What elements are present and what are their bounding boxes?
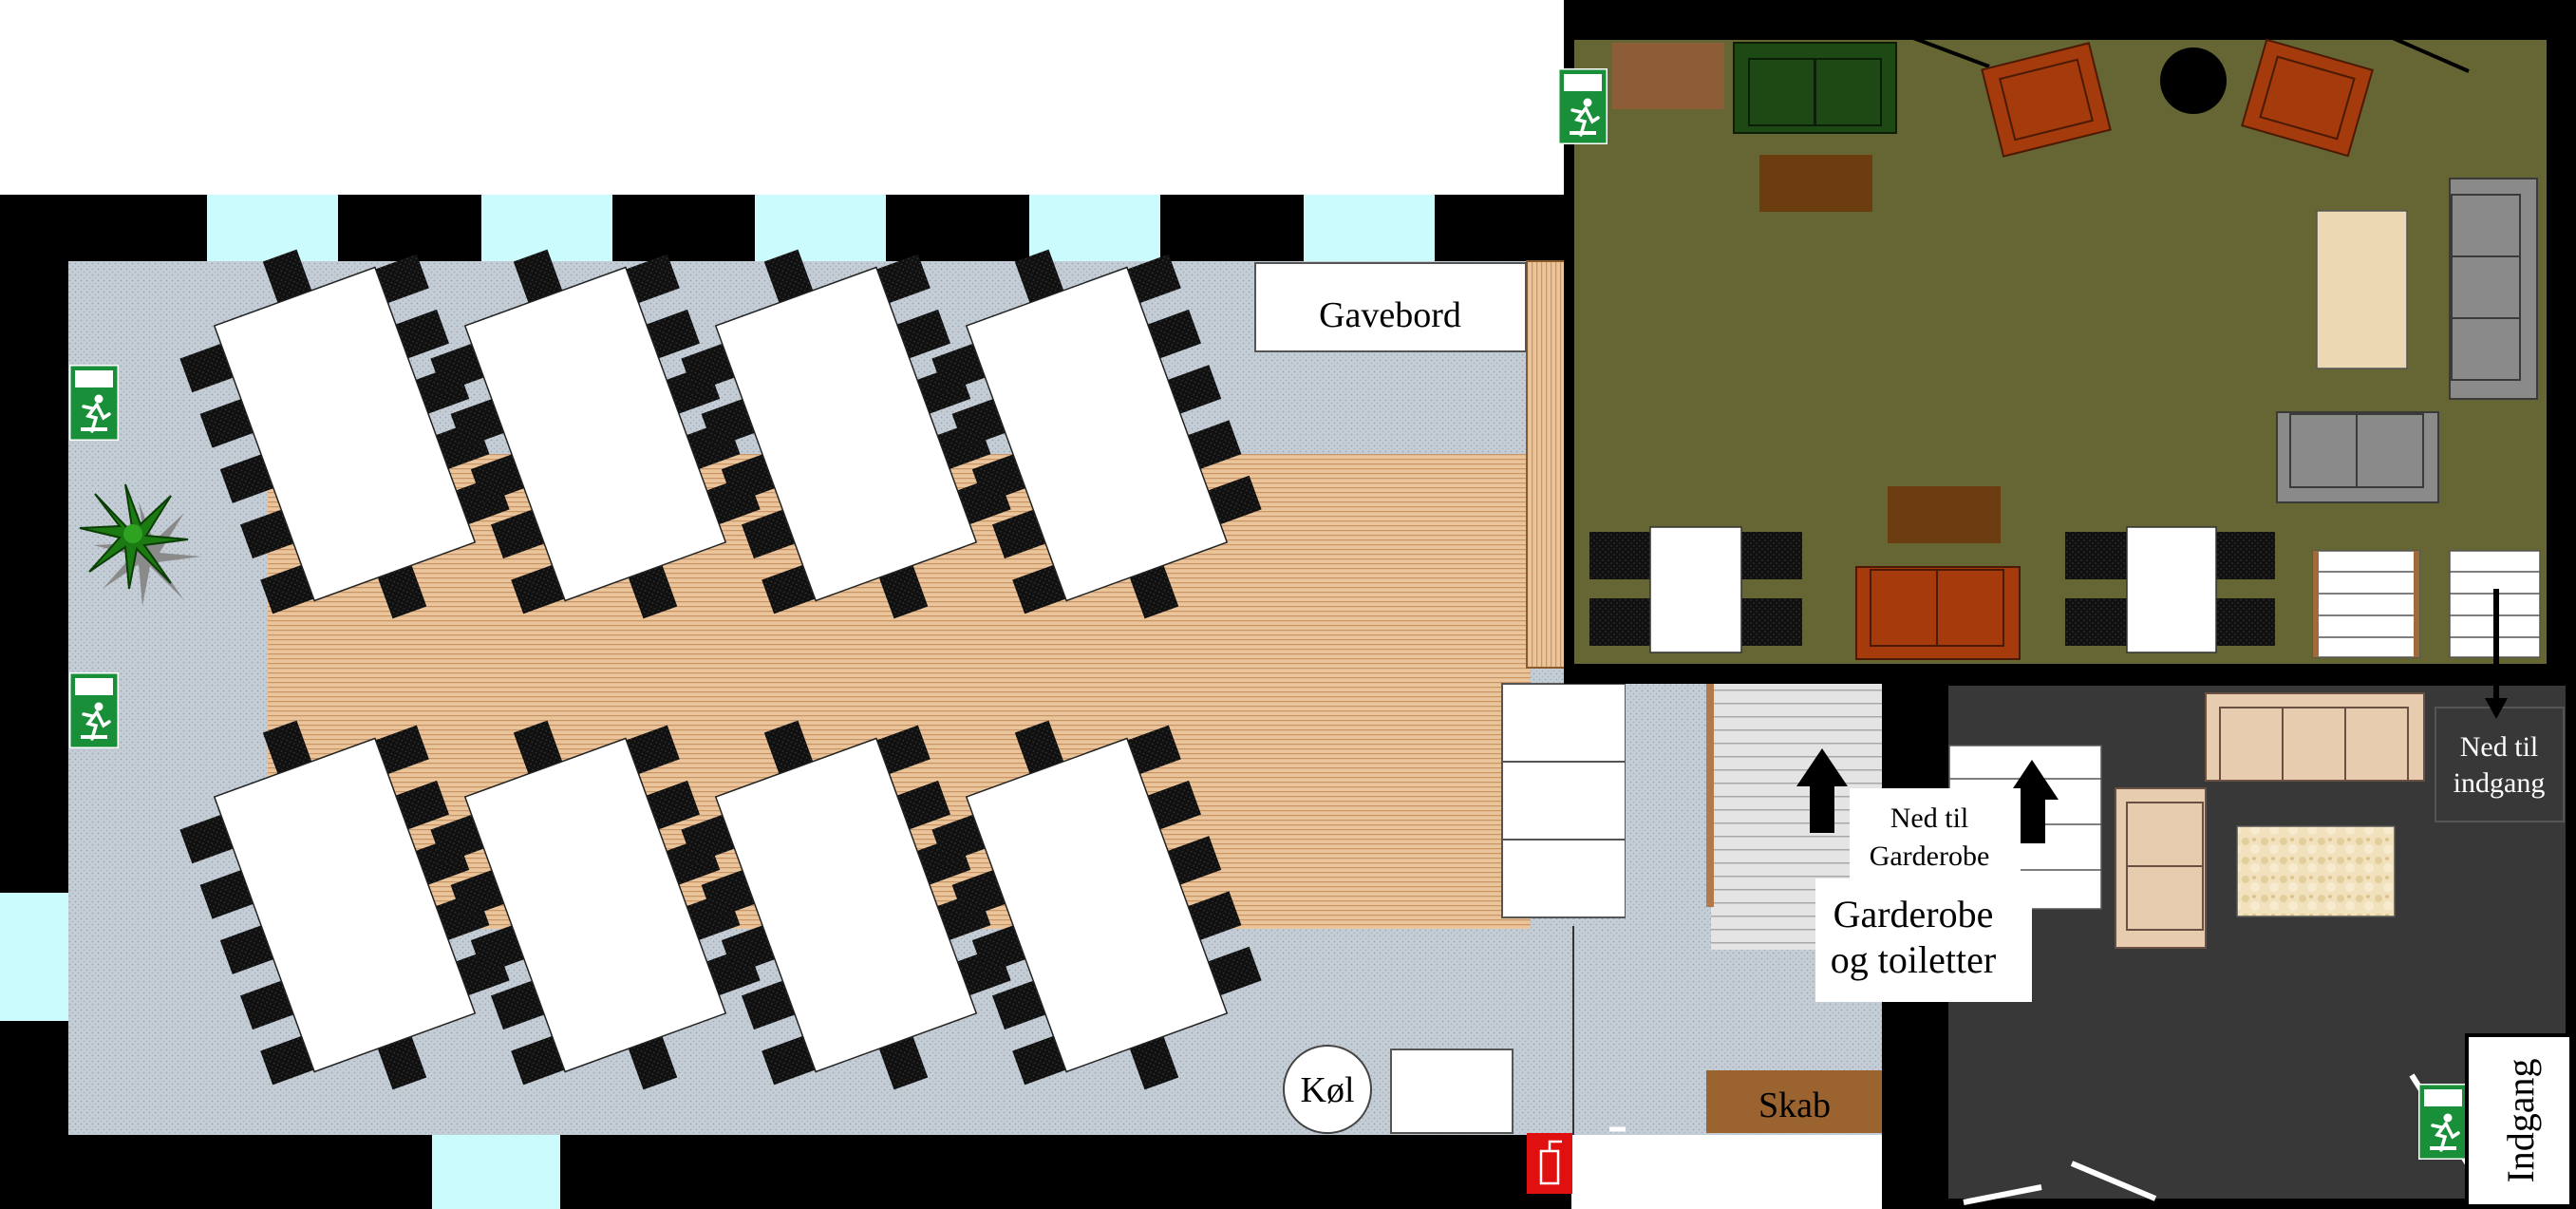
emergency-exit-sign-icon bbox=[69, 365, 119, 441]
sofa bbox=[2205, 692, 2425, 782]
window bbox=[1029, 195, 1160, 261]
down-to-cloakroom-label-2: Garderobe bbox=[1870, 841, 1990, 872]
potted-plant-icon bbox=[79, 483, 201, 606]
window bbox=[207, 195, 338, 261]
door-swing bbox=[2070, 1161, 2157, 1201]
round-table bbox=[2160, 47, 2227, 114]
gift-table bbox=[1254, 262, 1527, 352]
arrow-down-icon bbox=[1679, 1152, 1702, 1195]
coffee-table bbox=[2236, 825, 2396, 917]
cooler: Køl bbox=[1283, 1045, 1372, 1134]
sofa bbox=[2276, 411, 2439, 503]
stairs bbox=[2312, 550, 2420, 658]
cooler-label: Køl bbox=[1301, 1070, 1355, 1110]
lounge bbox=[1558, 0, 2576, 684]
door-swing bbox=[2392, 36, 2470, 73]
entrance-box bbox=[2465, 1033, 2573, 1208]
cafe-table bbox=[1589, 526, 1802, 653]
emergency-exit-sign-icon bbox=[1558, 68, 1608, 144]
down-to-entrance-box bbox=[2435, 707, 2565, 822]
window bbox=[0, 893, 68, 1021]
cloakroom-label-box bbox=[1850, 788, 2021, 883]
armchair bbox=[1981, 42, 2112, 158]
down-to-entrance-label-2: indgang bbox=[2454, 767, 2546, 799]
arrow-up-icon bbox=[1796, 748, 1848, 833]
sofa bbox=[2449, 178, 2538, 400]
window bbox=[432, 1135, 560, 1209]
window bbox=[1304, 195, 1435, 261]
cloak-toilets-box bbox=[1815, 878, 2032, 1002]
down-to-cloakroom-label-1: Ned til bbox=[1890, 803, 1969, 834]
coffee-table bbox=[1759, 155, 1872, 212]
coffee-table bbox=[1888, 486, 2001, 543]
sofa bbox=[1855, 566, 2021, 660]
window bbox=[755, 195, 886, 261]
entrance-label: Indgang bbox=[2499, 1058, 2542, 1182]
gift-table-label: Gavebord bbox=[1319, 295, 1461, 335]
cloak-toilets-label-1: Garderobe bbox=[1833, 893, 1994, 935]
door-swing bbox=[1912, 36, 1990, 68]
armchair bbox=[2241, 38, 2374, 158]
fire-extinguisher-icon bbox=[1527, 1133, 1572, 1194]
emergency-exit-sign-icon bbox=[69, 672, 119, 748]
cloak-toilets-label-2: og toiletter bbox=[1831, 938, 1996, 981]
side-table bbox=[1612, 43, 1724, 109]
side-table bbox=[1390, 1048, 1514, 1134]
cabinet bbox=[1706, 1070, 1882, 1133]
cabinet-label: Skab bbox=[1758, 1086, 1831, 1125]
sofa bbox=[1733, 42, 1897, 134]
cafe-table bbox=[2065, 526, 2275, 653]
stage-edge bbox=[1526, 260, 1566, 669]
door-swing bbox=[1963, 1184, 2042, 1205]
buffet-counter bbox=[1501, 683, 1626, 918]
down-to-entrance-label-1: Ned til bbox=[2460, 731, 2539, 763]
emergency-exit-sign-icon bbox=[2418, 1084, 2468, 1160]
arrow-down-icon bbox=[2485, 589, 2508, 719]
foyer: Ned til indgang Indgang bbox=[1927, 589, 2576, 1209]
sofa bbox=[2115, 787, 2207, 949]
coffee-table bbox=[2316, 210, 2408, 369]
kitchen-label: Køkken bbox=[1595, 1159, 1673, 1186]
stair-rail bbox=[1706, 684, 1714, 907]
